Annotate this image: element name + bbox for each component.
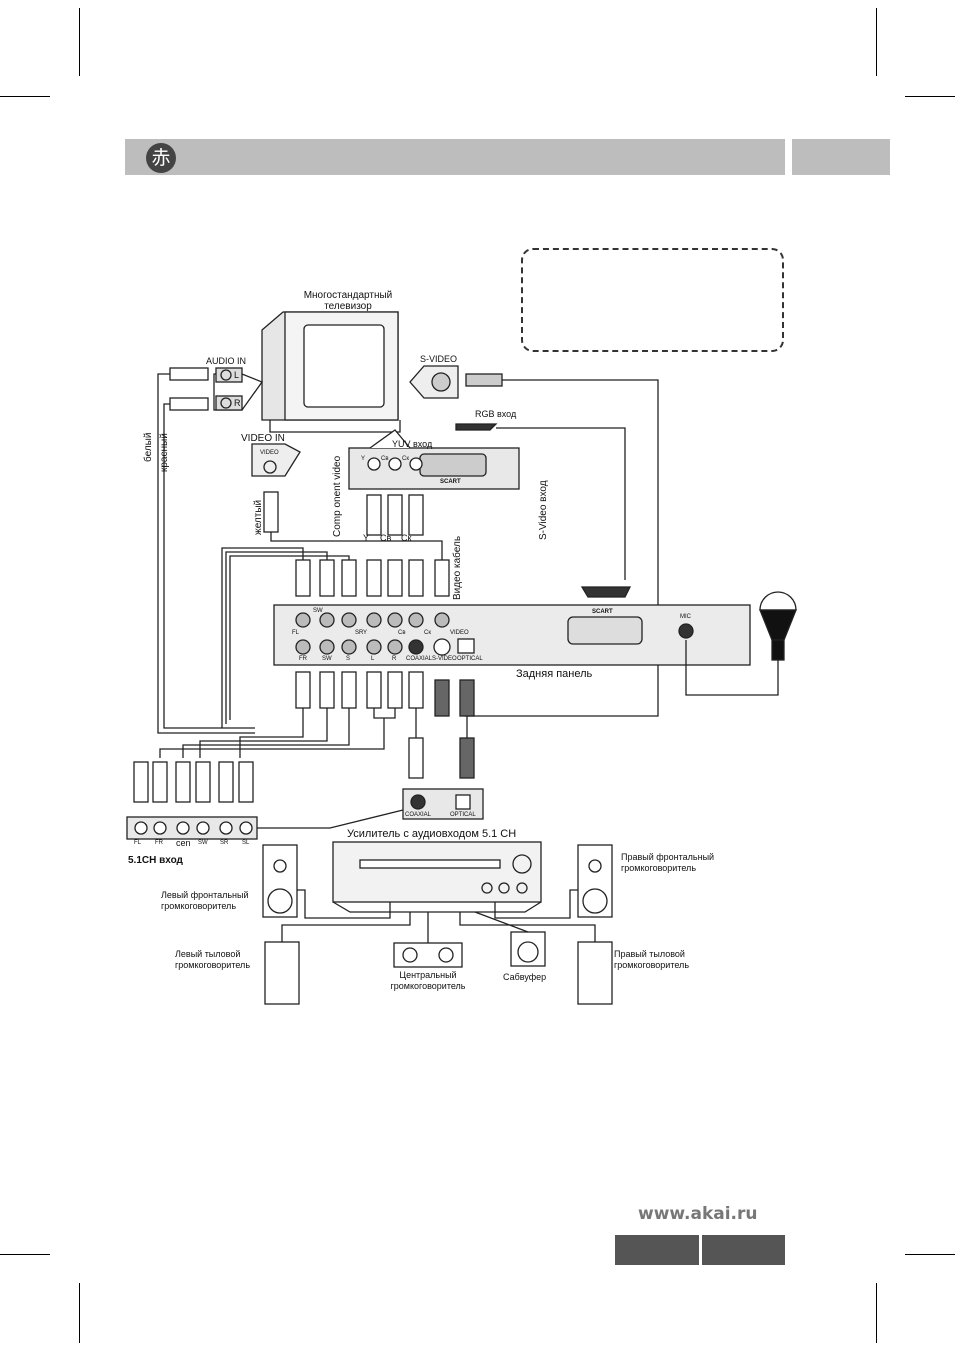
rear-top-label: SR: [355, 630, 364, 636]
rear-left-speaker-label: Левый тыловой громкоговоритель: [175, 949, 250, 971]
red-cable-label: красный: [159, 433, 170, 472]
tv-title-line1: Многостандартный: [303, 290, 393, 301]
ch51-label: FR: [155, 840, 163, 846]
rear-bottom-label: FR: [299, 656, 307, 662]
crop-mark: [79, 8, 80, 76]
crop-mark: [876, 8, 877, 76]
header-bar-right: [792, 139, 890, 175]
front-left-line1: Левый фронтальный: [161, 890, 249, 900]
crop-mark: [905, 1254, 955, 1255]
amplifier-title: Усилитель с аудиовходом 5.1 CH: [347, 828, 517, 840]
front-left-line2: громкоговоритель: [161, 901, 237, 911]
crop-mark: [0, 1254, 50, 1255]
center-line2: громкоговоритель: [390, 981, 466, 991]
cable-cb-label: Cв: [380, 533, 392, 543]
video-in-label: VIDEO IN: [241, 433, 285, 444]
yuv-input-label: YUV вход: [392, 439, 433, 449]
ch51-label: FL: [134, 840, 142, 846]
rear-top-label: SW: [313, 608, 323, 614]
coaxial-label: COAXIAL: [405, 812, 432, 818]
rgb-input-label: RGB вход: [475, 409, 517, 419]
rear-right-line1: Правый тыловой: [614, 949, 685, 959]
cable-y-label: Y: [363, 533, 370, 543]
rear-bottom-label: OPTICAL: [457, 656, 483, 662]
optical-label: OPTICAL: [450, 812, 476, 818]
front-right-line1: Правый фронтальный: [621, 852, 715, 862]
svideo-label: S-VIDEO: [420, 354, 458, 364]
component-video-label: Comp onent video: [332, 455, 343, 537]
audio-r-label: R: [234, 398, 241, 408]
page-tab-right: [702, 1235, 785, 1265]
page-tab-left: [615, 1235, 699, 1265]
rear-bottom-label: SW: [322, 656, 332, 662]
rear-bottom-label: S-VIDEO: [432, 656, 457, 662]
footer-url: www.akai.ru: [638, 1204, 758, 1224]
front-left-speaker-label: Левый фронтальный громкоговоритель: [161, 890, 249, 912]
note-box: [521, 248, 784, 352]
crop-mark: [0, 96, 50, 97]
crop-mark: [79, 1283, 80, 1343]
crop-mark: [905, 96, 955, 97]
rear-bottom-label: L: [371, 656, 375, 662]
logo-icon: 赤: [146, 143, 176, 173]
audio-l-label: L: [234, 370, 240, 380]
rear-top-label: FL: [292, 630, 300, 636]
rear-top-label: Y: [363, 630, 368, 636]
ch51-label: SW: [198, 840, 208, 846]
yuv-scart-label: SCART: [440, 479, 461, 485]
rear-left-line2: громкоговоритель: [175, 960, 251, 970]
cable-cr-label: Cк: [401, 533, 412, 543]
tv-title: Многостандартный телевизор: [290, 290, 406, 312]
svideo-input-label: S-Video вход: [538, 480, 549, 540]
white-cable-label: белый: [143, 432, 154, 462]
audio-in-label: AUDIO IN: [206, 356, 247, 366]
yellow-cable-label: желтый: [253, 499, 264, 535]
rear-bottom-label: S: [346, 656, 351, 662]
rear-right-line2: громкоговоритель: [614, 960, 690, 970]
rear-left-line1: Левый тыловой: [175, 949, 241, 959]
ch51-label: cen: [176, 838, 191, 848]
center-line1: Центральный: [399, 970, 457, 980]
header-bar: [125, 139, 785, 175]
video-cable-label: Видео кабель: [452, 535, 463, 600]
yuv-y-label: Y: [361, 456, 366, 462]
rear-top-label: Cв: [398, 630, 406, 636]
ch51-title: 5.1CH вход: [128, 855, 183, 866]
rear-bottom-label: COAXIAL: [406, 656, 433, 662]
center-speaker-label: Центральный громкоговоритель: [386, 970, 470, 992]
microphone-icon: [759, 591, 797, 661]
amplifier-icon: [332, 841, 542, 913]
ch51-label: SL: [242, 840, 250, 846]
video-port-label: VIDEO: [260, 450, 279, 456]
tv-title-line2: телевизор: [324, 301, 372, 312]
tv-icon: [261, 311, 401, 433]
rear-panel-title: Задняя панель: [516, 668, 593, 680]
ch51-label: SR: [220, 840, 229, 846]
yuv-cr-label: Cк: [402, 456, 409, 462]
rear-top-label: Cк: [424, 630, 431, 636]
crop-mark: [876, 1283, 877, 1343]
rear-scart-label: SCART: [592, 609, 613, 615]
front-right-line2: громкоговоритель: [621, 863, 697, 873]
yuv-cb-label: Cв: [381, 456, 389, 462]
rear-mic-label: MIC: [680, 614, 691, 620]
rear-bottom-label: R: [392, 656, 397, 662]
rear-top-label: VIDEO: [450, 630, 469, 636]
front-right-speaker-label: Правый фронтальный громкоговоритель: [621, 852, 714, 874]
subwoofer-label: Сабвуфер: [503, 972, 547, 982]
rear-right-speaker-label: Правый тыловой громкоговоритель: [614, 949, 689, 971]
